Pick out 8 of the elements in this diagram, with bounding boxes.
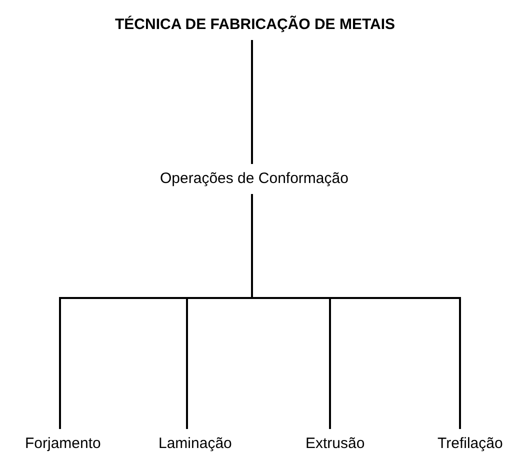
node-label: Operações de Conformação: [160, 170, 348, 188]
node-label: Laminação: [158, 435, 232, 453]
node-label: Extrusão: [306, 435, 365, 453]
node-label: Trefilação: [438, 435, 503, 453]
title-text: TÉCNICA DE FABRICAÇÃO DE METAIS: [115, 16, 396, 34]
connector-line: [251, 194, 461, 429]
connector-line: [251, 40, 253, 164]
node-label: Forjamento: [25, 435, 101, 453]
